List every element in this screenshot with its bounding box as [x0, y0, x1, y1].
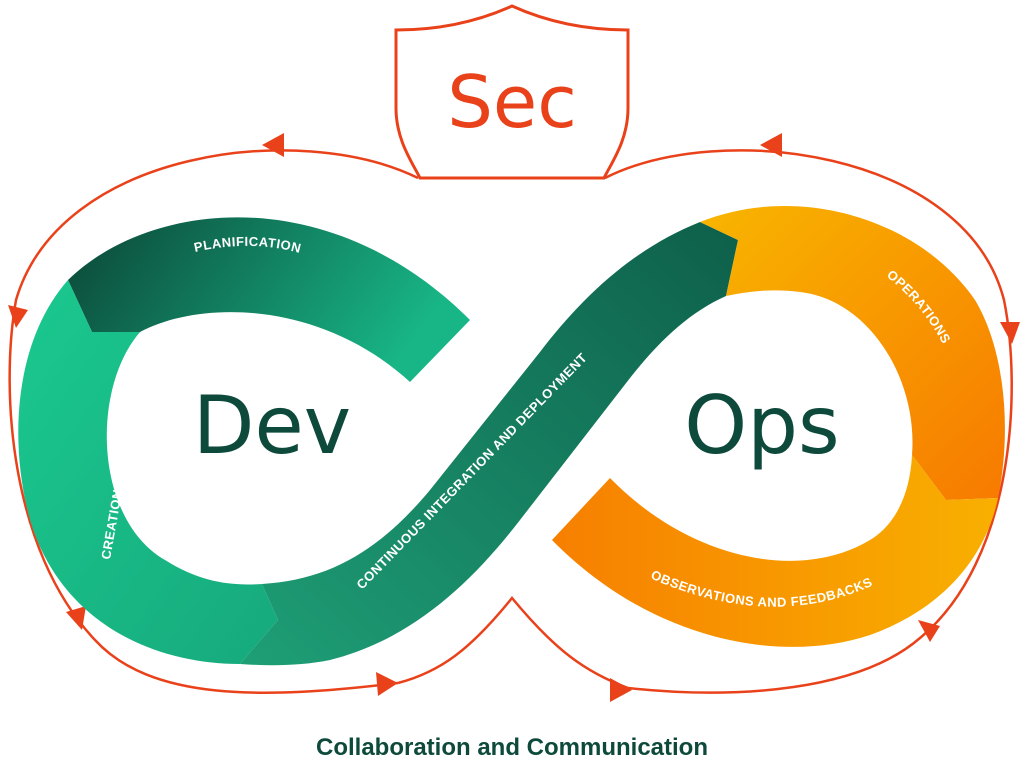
- segment-operations: [700, 205, 1005, 501]
- cycle-arrow-heads: [8, 133, 1020, 702]
- arrow-left-upper: [8, 305, 28, 328]
- arrow-bottom-right: [610, 678, 632, 702]
- security-shield: [394, 4, 630, 180]
- title-ops: Ops: [684, 379, 839, 472]
- arrow-right-top: [760, 133, 782, 157]
- arrow-right-lower: [918, 620, 940, 642]
- segment-ci-cd: [240, 222, 738, 666]
- svg-text:PLANIFICATION: PLANIFICATION: [193, 234, 303, 256]
- segment-observations: [552, 455, 998, 647]
- segment-planification: [68, 217, 470, 382]
- caption-collaboration: Collaboration and Communication: [315, 734, 708, 761]
- title-dev: Dev: [193, 379, 351, 472]
- arrow-right-upper: [1000, 322, 1020, 344]
- arrow-bottom-left: [376, 672, 398, 696]
- label-planification: PLANIFICATION: [193, 234, 303, 256]
- outer-cycle-line: [8, 149, 1013, 694]
- segment-creation: [18, 280, 278, 664]
- arrow-left-lower: [66, 606, 86, 630]
- title-sec: Sec: [447, 60, 577, 144]
- arrow-left-top: [262, 133, 284, 157]
